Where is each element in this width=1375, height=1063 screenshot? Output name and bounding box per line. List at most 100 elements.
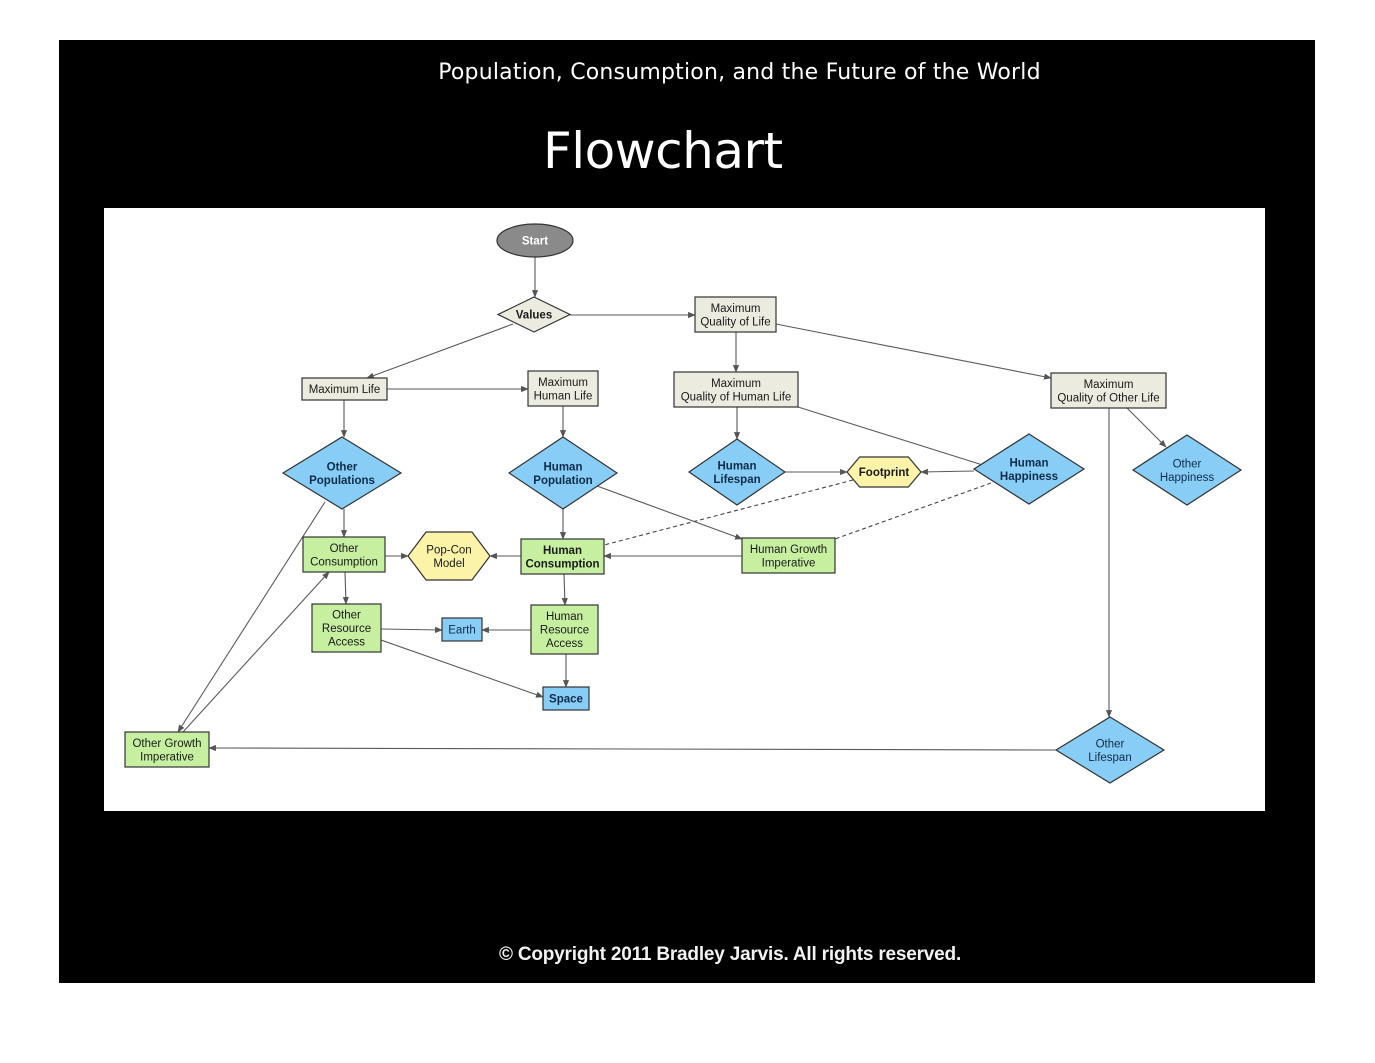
node-shape xyxy=(1054,716,1166,784)
node-shape xyxy=(1050,372,1167,409)
node-label: Access xyxy=(546,638,583,650)
node-shape xyxy=(687,438,787,506)
node-label: Quality of Human Life xyxy=(681,391,792,403)
node-shape xyxy=(301,377,388,401)
node-label: Values xyxy=(516,310,552,322)
edge-human-population-to-human-growth-imperative xyxy=(596,485,743,540)
edge-footprint-to-human-consumption xyxy=(603,479,854,546)
node-shape xyxy=(694,296,777,333)
node-label: Human xyxy=(544,461,583,473)
node-shape xyxy=(527,370,599,407)
edge-max-quality-life-to-max-quality-other-life xyxy=(775,323,1052,380)
node-label: Resource xyxy=(322,623,371,635)
node-shape xyxy=(530,604,599,655)
edge-values-to-max-life xyxy=(366,323,514,379)
edge-other-resource-access-to-earth xyxy=(380,626,443,633)
node-shape xyxy=(496,296,572,333)
node-earth[interactable]: Earth xyxy=(441,617,483,642)
slide-title: Flowchart xyxy=(543,122,783,180)
node-shape xyxy=(441,617,483,642)
node-start[interactable]: Start xyxy=(496,223,574,258)
node-shape xyxy=(542,686,590,711)
node-shape xyxy=(507,436,619,510)
node-shape xyxy=(1131,434,1243,506)
node-max-life[interactable]: Maximum Life xyxy=(301,377,388,401)
node-label: Human Growth xyxy=(750,544,827,556)
node-shape xyxy=(496,223,574,258)
node-label: Other Growth xyxy=(132,738,201,750)
node-label: Lifespan xyxy=(713,474,760,486)
slide-subtitle: Population, Consumption, and the Future … xyxy=(438,60,1041,85)
node-label: Population xyxy=(533,475,592,487)
node-shape xyxy=(311,603,382,653)
node-label: Maximum xyxy=(711,378,761,390)
edge-human-happiness-to-human-growth-imperative xyxy=(834,482,992,540)
node-label: Maximum Life xyxy=(309,384,381,396)
node-shape xyxy=(302,536,386,573)
edge-other-resource-access-to-space xyxy=(380,639,544,698)
edges-layer xyxy=(177,257,1167,752)
node-label: Imperative xyxy=(140,751,194,763)
node-label: Quality of Other Life xyxy=(1057,392,1159,404)
node-label: Start xyxy=(522,236,548,248)
edge-max-quality-other-life-to-other-happiness xyxy=(1126,407,1167,448)
node-label: Human xyxy=(546,611,583,623)
node-shape xyxy=(124,731,210,768)
node-label: Pop-Con xyxy=(426,544,471,556)
edge-human-consumption-to-human-resource-access xyxy=(561,573,568,606)
edge-max-quality-human-life-to-human-happiness xyxy=(797,406,990,468)
node-label: Access xyxy=(328,637,365,649)
node-shape xyxy=(673,371,799,408)
edge-other-consumption-to-other-resource-access xyxy=(342,571,349,605)
node-label: Happiness xyxy=(1000,471,1058,483)
node-label: Maximum xyxy=(711,303,761,315)
node-shape xyxy=(520,538,605,575)
node-space[interactable]: Space xyxy=(542,686,590,711)
node-label: Maximum xyxy=(538,377,588,389)
node-label: Other xyxy=(332,610,361,622)
node-label: Earth xyxy=(448,625,476,637)
node-label: Lifespan xyxy=(1088,752,1131,764)
flowchart-canvas xyxy=(104,208,1265,811)
node-label: Happiness xyxy=(1160,472,1215,484)
node-values[interactable]: Values xyxy=(496,296,572,333)
node-label: Other xyxy=(330,543,359,555)
node-label: Other xyxy=(327,461,358,473)
node-label: Maximum xyxy=(1084,379,1134,391)
edge-other-growth-imperative-to-other-consumption xyxy=(182,571,330,733)
node-shape xyxy=(972,433,1086,505)
edge-other-populations-to-other-growth-imperative xyxy=(177,501,326,733)
node-label: Model xyxy=(433,558,464,570)
node-label: Consumption xyxy=(310,556,378,568)
node-shape xyxy=(741,537,836,574)
node-shape xyxy=(407,531,491,581)
node-label: Consumption xyxy=(525,558,599,570)
node-footprint[interactable]: Footprint xyxy=(846,456,922,488)
node-label: Human xyxy=(718,460,757,472)
node-label: Imperative xyxy=(762,557,816,569)
node-label: Human xyxy=(543,545,582,557)
node-label: Resource xyxy=(540,625,589,637)
node-label: Space xyxy=(549,694,583,706)
node-shape xyxy=(281,436,403,510)
edge-other-lifespan-to-other-growth-imperative xyxy=(208,744,1057,752)
node-label: Footprint xyxy=(859,467,910,479)
node-shape xyxy=(846,456,922,488)
